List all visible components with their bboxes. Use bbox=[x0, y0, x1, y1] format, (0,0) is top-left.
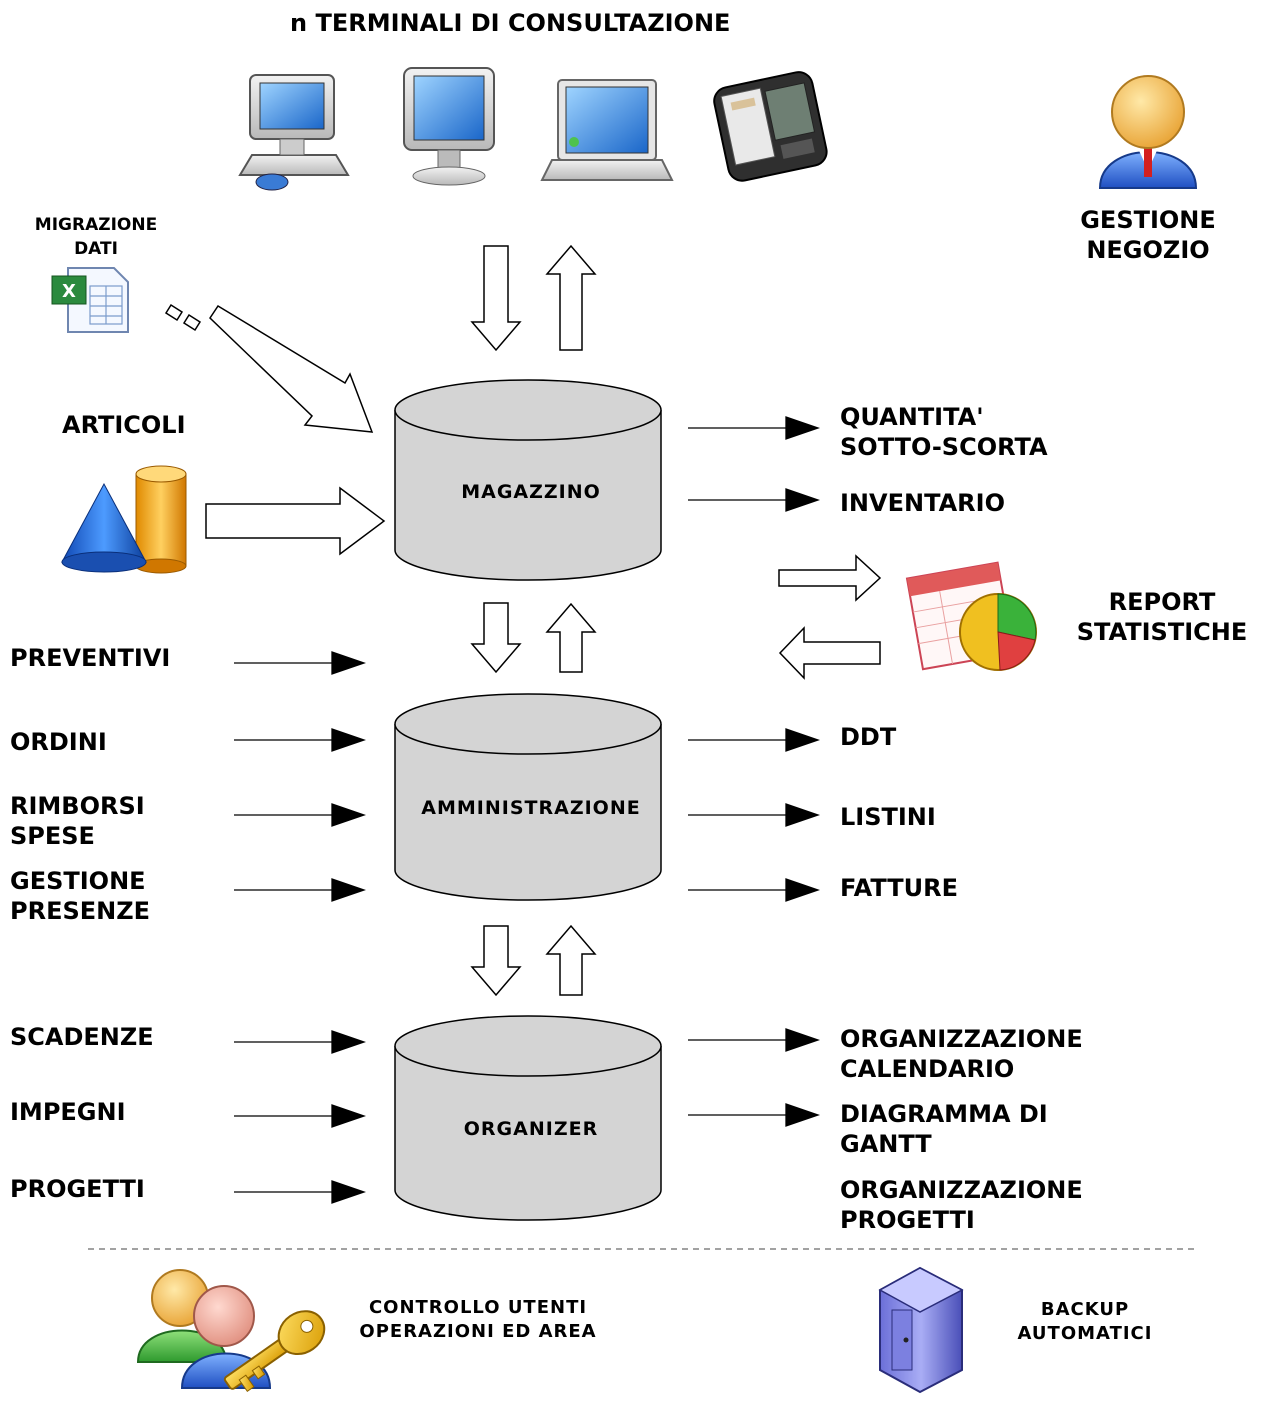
label-migrazione-dati: MIGRAZIONE DATI bbox=[12, 213, 180, 261]
label-line: DATI bbox=[74, 239, 118, 259]
cylinder-organizer bbox=[394, 1015, 662, 1221]
label-line: ORGANIZZAZIONE bbox=[840, 1025, 1083, 1053]
label-line: PRESENZE bbox=[10, 897, 151, 925]
lcd-monitor-icon bbox=[403, 67, 495, 186]
label-organizzazione-calendario: ORGANIZZAZIONE CALENDARIO bbox=[840, 1024, 1083, 1084]
label-preventivi: PREVENTIVI bbox=[10, 644, 171, 672]
manager-user-icon bbox=[1098, 75, 1198, 189]
header-title: n TERMINALI DI CONSULTAZIONE bbox=[290, 9, 731, 37]
label-impegni: IMPEGNI bbox=[10, 1098, 126, 1126]
excel-spreadsheet-icon: X bbox=[51, 267, 129, 333]
cylinder-magazzino bbox=[394, 379, 662, 581]
label-line: SPESE bbox=[10, 822, 95, 850]
cylinder-amministrazione bbox=[394, 693, 662, 901]
db-amministrazione-label: AMMINISTRAZIONE bbox=[421, 797, 641, 819]
svg-text:X: X bbox=[62, 281, 76, 302]
label-line: CALENDARIO bbox=[840, 1055, 1015, 1083]
cone-cylinder-icon bbox=[61, 465, 187, 574]
db-magazzino-label: MAGAZZINO bbox=[461, 481, 601, 503]
solid-arrows bbox=[234, 416, 820, 1204]
label-line: CONTROLLO UTENTI bbox=[368, 1297, 588, 1318]
label-organizzazione-progetti: ORGANIZZAZIONE PROGETTI bbox=[840, 1175, 1083, 1235]
label-line: MIGRAZIONE bbox=[34, 215, 158, 235]
label-line: BACKUP bbox=[1040, 1299, 1130, 1320]
label-fatture: FATTURE bbox=[840, 874, 959, 902]
label-line: PROGETTI bbox=[840, 1206, 975, 1234]
users-key-icon bbox=[136, 1269, 326, 1392]
label-rimborsi-spese: RIMBORSI SPESE bbox=[10, 791, 145, 851]
pda-organizer-icon bbox=[713, 71, 828, 182]
label-scadenze: SCADENZE bbox=[10, 1023, 154, 1051]
label-quantita-sotto-scorta: QUANTITA' SOTTO-SCORTA bbox=[840, 402, 1048, 462]
label-listini: LISTINI bbox=[840, 803, 936, 831]
label-line: GANTT bbox=[840, 1130, 932, 1158]
label-progetti: PROGETTI bbox=[10, 1175, 145, 1203]
label-line: NEGOZIO bbox=[1086, 236, 1210, 264]
desktop-computer-icon bbox=[238, 74, 350, 191]
label-ordini: ORDINI bbox=[10, 728, 107, 756]
label-backup-automatici: BACKUP AUTOMATICI bbox=[990, 1298, 1180, 1346]
db-organizer-label: ORGANIZER bbox=[463, 1118, 599, 1140]
label-line: RIMBORSI bbox=[10, 792, 145, 820]
label-line: AUTOMATICI bbox=[1017, 1323, 1153, 1344]
server-cabinet-icon bbox=[878, 1266, 964, 1394]
label-diagramma-gantt: DIAGRAMMA DI GANTT bbox=[840, 1099, 1048, 1159]
label-articoli: ARTICOLI bbox=[62, 411, 186, 439]
hollow-arrows bbox=[164, 244, 882, 997]
chart-report-icon bbox=[905, 561, 1037, 671]
label-line: SOTTO-SCORTA bbox=[840, 433, 1048, 461]
label-line: GESTIONE bbox=[10, 867, 146, 895]
label-controllo-utenti: CONTROLLO UTENTI OPERAZIONI ED AREA bbox=[330, 1296, 626, 1344]
label-line: REPORT bbox=[1108, 588, 1216, 616]
label-line: GESTIONE bbox=[1080, 206, 1216, 234]
label-line: STATISTICHE bbox=[1076, 618, 1248, 646]
label-line: OPERAZIONI ED AREA bbox=[359, 1321, 597, 1342]
laptop-icon bbox=[540, 79, 674, 181]
label-line: QUANTITA' bbox=[840, 403, 984, 431]
label-inventario: INVENTARIO bbox=[840, 489, 1005, 517]
label-ddt: DDT bbox=[840, 723, 897, 751]
label-report-statistiche: REPORT STATISTICHE bbox=[1064, 587, 1260, 647]
label-line: ORGANIZZAZIONE bbox=[840, 1176, 1083, 1204]
label-gestione-negozio: GESTIONE NEGOZIO bbox=[1060, 205, 1236, 265]
label-line: DIAGRAMMA DI bbox=[840, 1100, 1048, 1128]
label-gestione-presenze: GESTIONE PRESENZE bbox=[10, 866, 150, 926]
